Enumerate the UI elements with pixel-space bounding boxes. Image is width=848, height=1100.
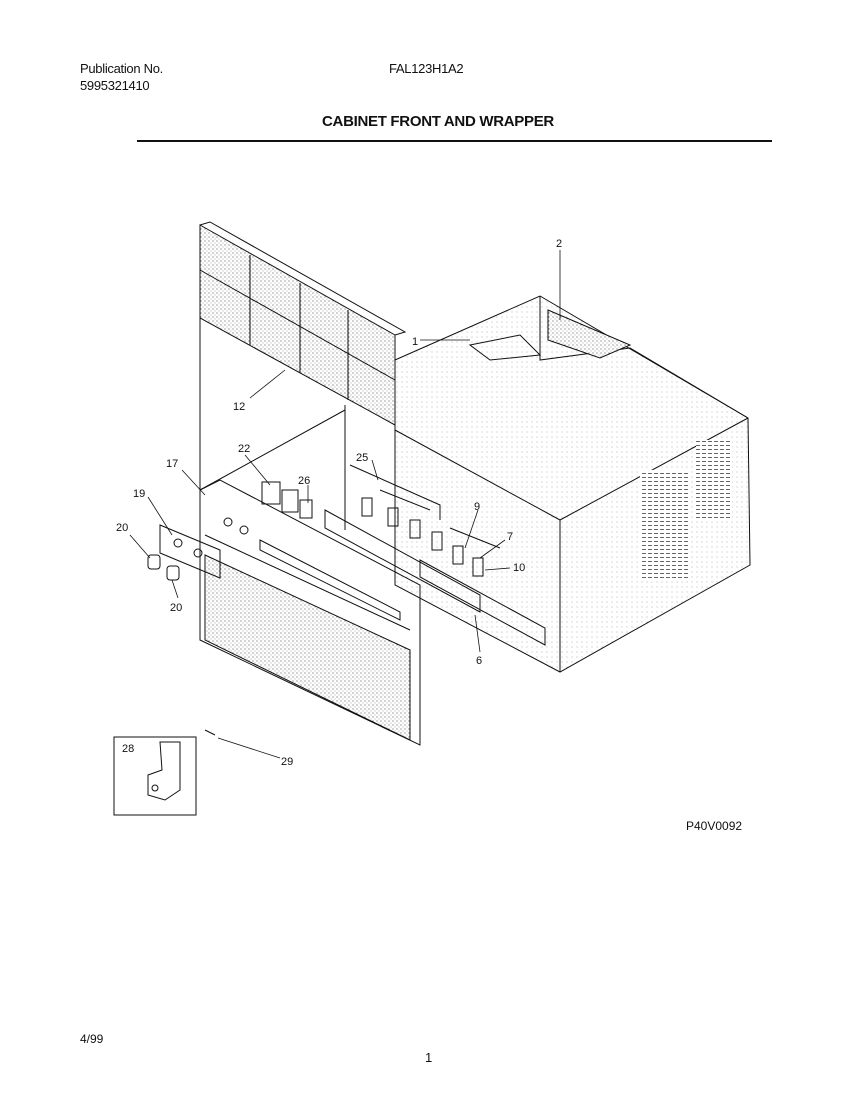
callout-19: 19 — [133, 488, 145, 500]
callout-22: 22 — [238, 443, 250, 455]
model-number: FAL123H1A2 — [389, 61, 464, 76]
switch-module — [261, 481, 313, 519]
page-number: 1 — [425, 1050, 433, 1065]
publication-label: Publication No. — [80, 61, 163, 76]
callout-6: 6 — [476, 655, 482, 667]
title-rule — [137, 140, 772, 142]
callout-29: 29 — [281, 756, 293, 768]
detail-box-28 — [113, 736, 197, 816]
cabinet-front — [199, 479, 421, 746]
callout-26: 26 — [298, 475, 310, 487]
callout-20b: 20 — [170, 602, 182, 614]
figure-code: P40V0092 — [686, 819, 743, 833]
callout-labels: 2 1 12 22 17 25 26 19 9 20 7 10 20 6 28 … — [116, 238, 562, 768]
leader-lines — [129, 250, 561, 759]
publication-number: 5995321410 — [80, 78, 150, 93]
control-bracket — [324, 464, 501, 613]
front-grille — [199, 221, 407, 426]
callout-1: 1 — [412, 336, 418, 348]
screw-29 — [204, 729, 216, 736]
control-knobs — [147, 554, 180, 581]
mounting-posts — [199, 318, 346, 530]
callout-17: 17 — [166, 458, 178, 470]
revision-date: 4/99 — [80, 1032, 104, 1046]
callout-10: 10 — [513, 562, 525, 574]
callout-2: 2 — [556, 238, 562, 250]
page-title: CABINET FRONT AND WRAPPER — [322, 113, 554, 130]
callout-7: 7 — [507, 531, 513, 543]
callout-12: 12 — [233, 401, 245, 413]
callout-25: 25 — [356, 452, 368, 464]
callout-20a: 20 — [116, 522, 128, 534]
callout-28: 28 — [122, 743, 134, 755]
control-panel — [159, 524, 221, 579]
wrapper-cabinet — [394, 295, 751, 673]
callout-9: 9 — [474, 501, 480, 513]
